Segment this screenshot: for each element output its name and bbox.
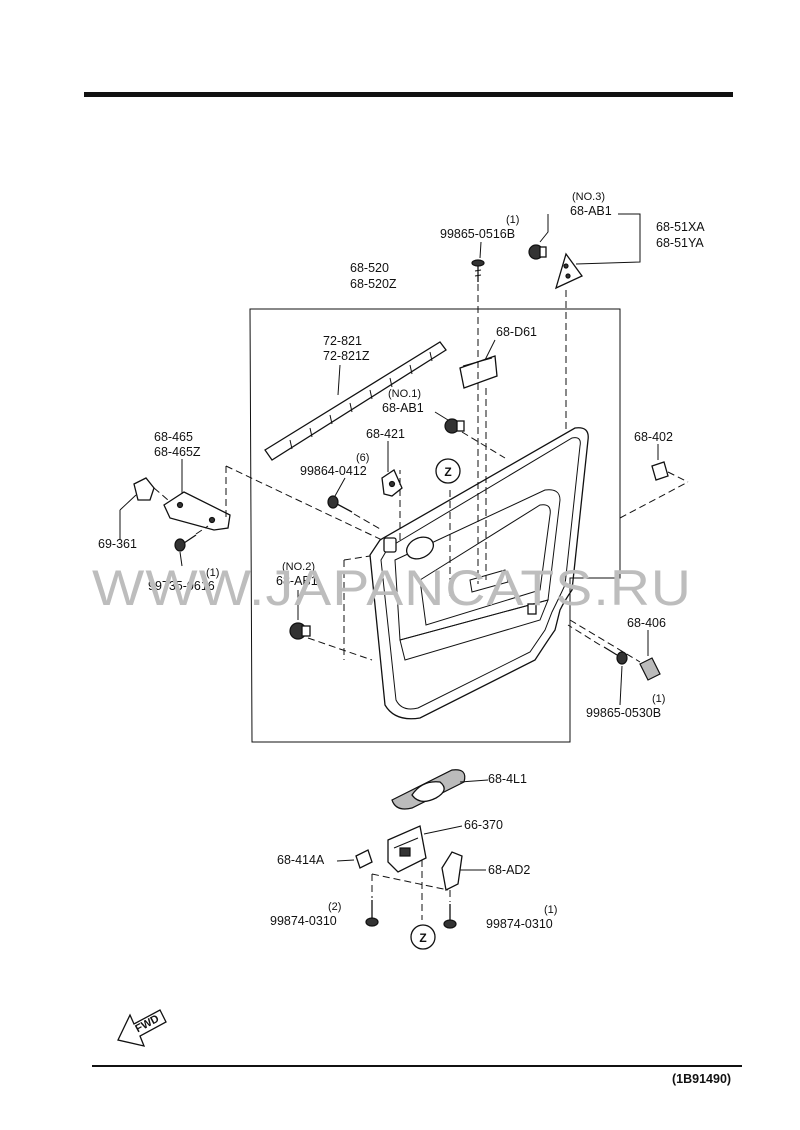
label-99864-0412-qty: (6): [356, 452, 369, 464]
clip-68-ab1-no1: [444, 418, 465, 434]
label-72-821: 72-821: [323, 334, 362, 348]
screw-99865-0530b: [603, 646, 628, 665]
label-69-361: 69-361: [98, 537, 137, 551]
bracket-68-ad2: [441, 851, 463, 891]
label-68-414a: 68-414A: [277, 853, 325, 867]
top-rule: [84, 92, 733, 97]
label-99874-0310-right: 99874-0310: [486, 917, 553, 931]
ref-z-upper-circle: [435, 458, 461, 484]
diagram-code: (1B91490): [672, 1072, 731, 1086]
part-labels: (1) 99865-0516B (NO.3) 68-AB1 68-51XA 68…: [98, 191, 705, 931]
label-99735-0616: 99735-0616: [148, 579, 215, 593]
label-68-ab1-no3: 68-AB1: [570, 204, 612, 218]
label-99865-0530b: 99865-0530B: [586, 706, 661, 720]
label-99874-0310-right-qty: (1): [544, 904, 557, 916]
label-68-465z: 68-465Z: [154, 445, 201, 459]
screw-99735-0616: [174, 534, 197, 552]
weatherstrip-72-821: [264, 341, 447, 461]
bracket-68-421: [381, 469, 403, 497]
label-68-ab1-no1-note: (NO.1): [388, 388, 421, 400]
label-99735-0616-qty: (1): [206, 567, 219, 579]
leader-lines: [119, 213, 659, 871]
clip-68-ab1-no2: [289, 622, 311, 640]
screw-99864-0412: [327, 495, 353, 513]
label-68-51ya: 68-51YA: [656, 236, 704, 250]
label-99865-0516b: 99865-0516B: [440, 227, 515, 241]
watermark: WWW.JAPANCATS.RU: [92, 560, 692, 616]
label-99864-0412: 99864-0412: [300, 464, 367, 478]
label-68-ab1-no2-note: (NO.2): [282, 561, 315, 573]
screw-99874-0310-right: [443, 904, 457, 929]
label-68-ad2: 68-AD2: [488, 863, 530, 877]
door-trim-panel: [369, 427, 589, 720]
label-68-402: 68-402: [634, 430, 673, 444]
label-99874-0310-left: 99874-0310: [270, 914, 337, 928]
corner-cover-68-51xa: [554, 252, 583, 290]
label-72-821z: 72-821Z: [323, 349, 370, 363]
assembly-dashes: [153, 284, 689, 920]
label-68-ab1-no1: 68-AB1: [382, 401, 424, 415]
ref-z-lower: Z: [419, 931, 426, 945]
label-68-ab1-no2: 68-AB1: [276, 574, 318, 588]
clip-68-402: [651, 461, 669, 481]
clip-68-ab1-no3: [528, 244, 547, 260]
label-68-406: 68-406: [627, 616, 666, 630]
label-68-520z: 68-520Z: [350, 277, 397, 291]
ref-z-lower-circle: [410, 924, 436, 950]
ref-z-upper: Z: [444, 465, 451, 479]
label-99874-0310-left-qty: (2): [328, 901, 341, 913]
label-68-ab1-no3-note: (NO.3): [572, 191, 605, 203]
label-99865-0530b-qty: (1): [652, 693, 665, 705]
label-68-51xa: 68-51XA: [656, 220, 705, 234]
label-68-421: 68-421: [366, 427, 405, 441]
clip-68-414a: [355, 849, 373, 869]
panel-frame-box: [249, 308, 621, 743]
label-68-520: 68-520: [350, 261, 389, 275]
label-99865-0516b-qty: (1): [506, 214, 519, 226]
fwd-arrow: FWD: [117, 1009, 167, 1047]
cap-68-406: [639, 657, 661, 681]
label-68-465: 68-465: [154, 430, 193, 444]
screw-99874-0310-left: [365, 900, 379, 927]
switch-66-370: [387, 825, 427, 873]
bracket-68-465: [163, 491, 231, 531]
label-66-370: 66-370: [464, 818, 503, 832]
bezel-68-4l1: [391, 769, 466, 810]
label-68-4l1: 68-4L1: [488, 772, 527, 786]
clip-69-361: [133, 477, 155, 501]
label-68-d61: 68-D61: [496, 325, 537, 339]
screw-99865-0516b: [471, 259, 485, 282]
